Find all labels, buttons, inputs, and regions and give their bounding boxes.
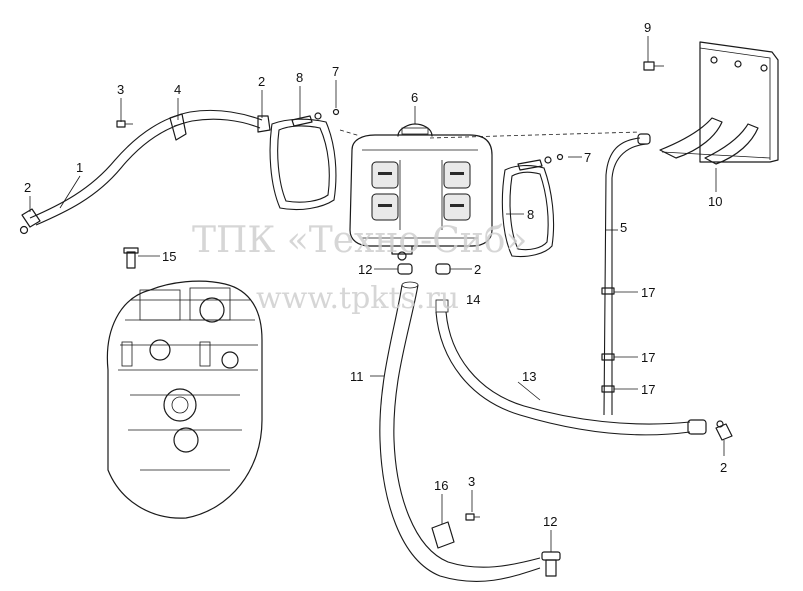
callout-6: 6 bbox=[411, 90, 418, 105]
callout-8-b: 8 bbox=[527, 207, 534, 222]
callout-1: 1 bbox=[76, 160, 83, 175]
hose-clamp-2-upper bbox=[257, 115, 271, 133]
callout-12-b: 12 bbox=[543, 514, 557, 529]
callout-7-b: 7 bbox=[584, 150, 591, 165]
bolt-3-upper bbox=[116, 120, 133, 128]
hose-13 bbox=[435, 299, 707, 436]
callout-11: 11 bbox=[350, 369, 364, 384]
callout-13: 13 bbox=[522, 369, 536, 384]
engine-block bbox=[106, 280, 263, 519]
callout-3-b: 3 bbox=[468, 474, 475, 489]
callout-7-a: 7 bbox=[332, 64, 339, 79]
watermark-line-2: www.tpkts.ru bbox=[256, 281, 459, 316]
callout-4: 4 bbox=[174, 82, 181, 97]
callout-17-a: 17 bbox=[641, 285, 655, 300]
clamp-2-lower-right bbox=[715, 420, 733, 441]
callout-2-c: 2 bbox=[474, 262, 481, 277]
callout-9: 9 bbox=[644, 20, 651, 35]
hose-loop-8-left bbox=[269, 108, 340, 211]
hose-11 bbox=[379, 281, 541, 582]
bolt-3-lower bbox=[465, 513, 480, 521]
hose-1 bbox=[19, 109, 263, 235]
bolt-9 bbox=[643, 61, 664, 71]
leader-lines bbox=[29, 36, 725, 552]
callout-10: 10 bbox=[708, 194, 722, 209]
pipe-5 bbox=[601, 133, 651, 416]
hose-loop-8-right bbox=[501, 153, 564, 258]
callout-5: 5 bbox=[620, 220, 627, 235]
callout-17-b: 17 bbox=[641, 350, 655, 365]
watermark-line-1: ТПК «Техно-Сиб» bbox=[192, 220, 527, 261]
callout-numbers: 1 2 3 4 2 8 7 6 9 7 8 10 5 15 12 2 14 17… bbox=[24, 20, 727, 529]
bracket-10 bbox=[659, 41, 779, 165]
fitting-12-lower bbox=[541, 551, 561, 577]
clamp-16 bbox=[431, 521, 455, 549]
callout-8-a: 8 bbox=[296, 70, 303, 85]
callout-2-a: 2 bbox=[24, 180, 31, 195]
callout-17-c: 17 bbox=[641, 382, 655, 397]
callout-14: 14 bbox=[466, 292, 480, 307]
clamp-2-center bbox=[435, 263, 451, 275]
callout-3-a: 3 bbox=[117, 82, 124, 97]
callout-12-a: 12 bbox=[358, 262, 372, 277]
sensor-15 bbox=[123, 247, 139, 269]
callout-2-b: 2 bbox=[258, 74, 265, 89]
expansion-tank-6 bbox=[349, 123, 493, 261]
fitting-12-center bbox=[397, 263, 413, 275]
callout-2-d: 2 bbox=[720, 460, 727, 475]
callout-15: 15 bbox=[162, 249, 176, 264]
callout-16: 16 bbox=[434, 478, 448, 493]
